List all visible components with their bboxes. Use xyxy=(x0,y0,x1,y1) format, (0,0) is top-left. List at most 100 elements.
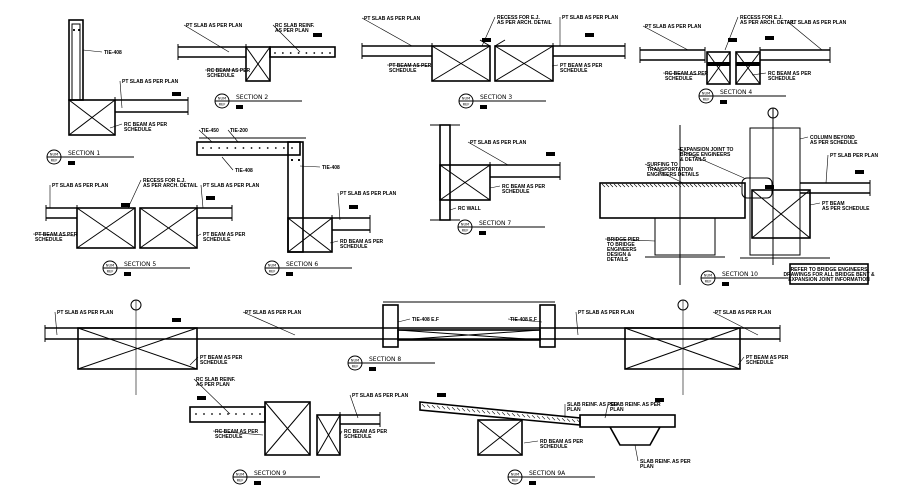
line xyxy=(521,413,526,418)
line xyxy=(809,202,821,206)
callout-label: RECESS FOR E.J. xyxy=(497,15,540,21)
rebar-dot xyxy=(283,147,285,149)
scale-tag xyxy=(479,231,486,235)
line xyxy=(604,238,656,242)
line xyxy=(119,80,123,109)
rebar-dot xyxy=(227,413,229,415)
line xyxy=(264,401,311,456)
outline xyxy=(749,127,801,256)
line xyxy=(523,440,539,444)
callout-label: AS PER ARCH. DETAIL xyxy=(740,20,795,26)
line xyxy=(713,183,718,188)
grid-bubble xyxy=(677,299,689,311)
line xyxy=(609,183,614,188)
callout-label: DESIGN & xyxy=(607,252,632,258)
callout-label: SCHEDULE xyxy=(340,244,368,250)
line xyxy=(657,183,662,188)
line xyxy=(316,414,341,456)
line xyxy=(725,183,730,188)
callout-label: SCHEDULE xyxy=(35,237,63,243)
line xyxy=(697,183,702,188)
callout-label: SCHEDULE xyxy=(207,73,235,79)
line xyxy=(189,356,199,366)
callout-label: RD BEAM AS PER xyxy=(540,439,584,445)
bubble-reference: REF xyxy=(219,103,226,107)
rebar-dot xyxy=(321,52,324,54)
line xyxy=(717,183,722,188)
line xyxy=(644,163,684,184)
bubble-reference: REF xyxy=(51,159,58,163)
line xyxy=(634,444,639,462)
dimension-tag xyxy=(728,38,737,42)
callout-label: SLAB REINF. AS PER xyxy=(567,402,618,408)
scale-tag xyxy=(720,100,727,104)
line xyxy=(737,356,745,366)
callout-label: SCHEDULE xyxy=(768,76,796,82)
line xyxy=(637,183,642,188)
line xyxy=(737,183,742,188)
callout-label: PT SLAB AS PER PLAN xyxy=(340,191,397,197)
callout-label: SCHEDULE xyxy=(746,360,774,366)
callout-label: TO BRIDGE xyxy=(607,242,635,248)
line xyxy=(613,183,618,188)
section-title: SECTION 2 xyxy=(236,94,268,101)
rebar-dot xyxy=(305,52,308,54)
rebar-dot xyxy=(242,147,245,149)
bubble-reference: REF xyxy=(512,479,519,483)
outline xyxy=(494,45,554,82)
scale-tag xyxy=(236,105,243,109)
callout-label: SCHEDULE xyxy=(344,434,372,440)
line xyxy=(575,311,579,336)
rebar-dot xyxy=(226,147,229,149)
callout-label: PT SLAB AS PER PLAN xyxy=(578,310,635,316)
scale-tag xyxy=(68,161,75,165)
dimension-tag xyxy=(172,92,181,96)
callout-label: AS PER ARCH. DETAIL xyxy=(143,183,198,189)
line xyxy=(665,183,670,188)
outline xyxy=(264,401,311,456)
scale-tag xyxy=(286,272,293,276)
line xyxy=(198,129,213,143)
callout-label: PT SLAB AS PER PLAN xyxy=(245,310,302,316)
section-title: SECTION 4 xyxy=(720,89,752,96)
callout-label: SURFING TO xyxy=(647,162,678,168)
outline xyxy=(789,263,869,285)
line xyxy=(617,183,622,188)
rebar-dot xyxy=(250,147,253,149)
callout-label: TIE-200 xyxy=(230,128,248,134)
rebar-dot xyxy=(274,147,277,149)
grid-bubble xyxy=(767,107,779,119)
callout-label: RC BEAM AS PER xyxy=(344,429,388,435)
line xyxy=(705,183,710,188)
callout-label: PT SLAB AS PER PLAN xyxy=(645,24,702,30)
outline xyxy=(431,45,491,82)
line xyxy=(669,183,674,188)
line xyxy=(242,311,296,336)
callout-label: PT BEAM AS PER xyxy=(746,355,789,361)
callout-label: PT SLAB AS PER PLAN xyxy=(186,23,243,29)
line xyxy=(349,394,359,419)
line xyxy=(431,45,491,82)
rebar-dot xyxy=(210,147,212,149)
line xyxy=(501,411,506,416)
rebar-dot xyxy=(73,29,75,31)
line xyxy=(466,408,471,412)
callout-label: SCHEDULE xyxy=(540,444,568,450)
bubble-reference: REF xyxy=(462,229,469,233)
callout-label: PT BEAM AS PER xyxy=(560,63,603,69)
line xyxy=(507,318,543,323)
callout-label: PT BEAM AS PER xyxy=(203,232,246,238)
line xyxy=(685,183,690,188)
line xyxy=(32,233,76,237)
outline xyxy=(68,99,116,136)
reference-note: EXPANSION JOINT INFORMATION xyxy=(788,277,870,283)
bubble-number: NUM xyxy=(704,274,712,278)
line xyxy=(471,408,476,413)
scale-tag xyxy=(124,272,131,276)
line xyxy=(196,233,202,237)
dimension-tag xyxy=(206,196,215,200)
outline xyxy=(477,419,523,456)
line xyxy=(77,327,198,370)
line xyxy=(76,207,136,249)
line xyxy=(701,183,706,188)
